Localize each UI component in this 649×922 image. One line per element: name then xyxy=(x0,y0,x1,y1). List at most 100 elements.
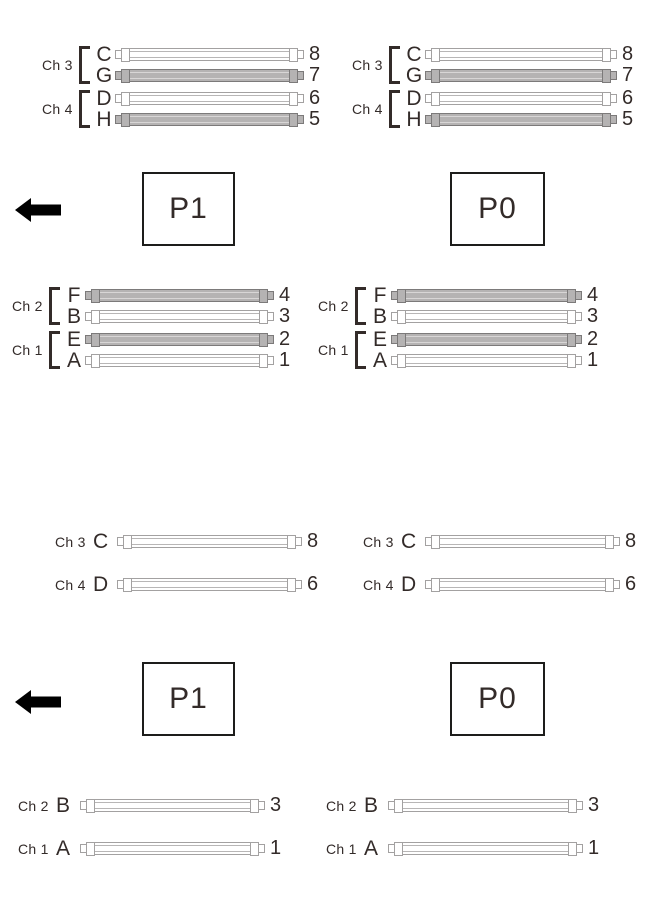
slot-end-cap xyxy=(575,312,582,321)
slot-letter: E xyxy=(372,328,387,351)
slot-row: 3 xyxy=(391,305,605,327)
slot-latch xyxy=(431,112,440,127)
slot-bar xyxy=(93,799,252,812)
slot-latch xyxy=(397,288,406,303)
processor-label: P0 xyxy=(478,192,517,225)
channel-bracket xyxy=(49,331,60,369)
slot-letter: C xyxy=(406,43,422,66)
slot-bar xyxy=(404,354,569,367)
dimm-slot-D-empty xyxy=(425,574,620,595)
slot-bar xyxy=(438,69,604,82)
channel-label: Ch 4 xyxy=(352,101,383,117)
slot-latch xyxy=(121,68,130,83)
slot-bar xyxy=(438,535,607,548)
slot-end-cap xyxy=(295,537,302,546)
slot-end-cap xyxy=(391,335,398,344)
slot-bar xyxy=(401,799,570,812)
slot-letter: A xyxy=(56,837,71,860)
slot-bar xyxy=(128,113,291,126)
slot-bar xyxy=(401,842,570,855)
slot-bar xyxy=(404,289,569,302)
dimm-slot-E-populated xyxy=(85,329,274,350)
channel-label: Ch 2 xyxy=(18,797,49,814)
slot-latch xyxy=(121,47,130,62)
slot-number: 7 xyxy=(622,64,634,86)
channel-label: Ch 3 xyxy=(352,57,383,73)
slot-row: 8 xyxy=(425,43,640,65)
slot-number: 5 xyxy=(309,108,321,130)
slot-row: 8 xyxy=(115,43,327,65)
dimm-slot-D-empty xyxy=(425,88,617,109)
processor-label: P0 xyxy=(478,682,517,715)
slot-letter: F xyxy=(67,284,81,307)
slot-latch xyxy=(91,288,100,303)
slot-latch xyxy=(394,798,403,813)
slot-row: 2 xyxy=(85,328,297,350)
slot-end-cap xyxy=(576,844,583,853)
channel-label: Ch 4 xyxy=(55,576,86,593)
slot-row: 7 xyxy=(425,64,640,86)
slot-number: 2 xyxy=(279,328,291,350)
slot-bar xyxy=(128,92,291,105)
slot-number: 7 xyxy=(309,64,321,86)
slot-latch xyxy=(431,577,440,592)
slot-latch xyxy=(431,91,440,106)
dimm-slot-G-populated xyxy=(115,65,304,86)
slot-number: 8 xyxy=(309,43,321,65)
slot-bar xyxy=(438,92,604,105)
slot-bar xyxy=(438,113,604,126)
slot-number: 6 xyxy=(625,573,637,595)
slot-end-cap xyxy=(391,312,398,321)
dimm-slot-C-empty xyxy=(117,531,302,552)
slot-end-cap xyxy=(297,94,304,103)
processor-label: P1 xyxy=(169,192,208,225)
slot-latch xyxy=(123,577,132,592)
slot-end-cap xyxy=(115,94,122,103)
slot-latch xyxy=(86,841,95,856)
processor-box-p1: P1 xyxy=(142,172,235,246)
slot-end-cap xyxy=(85,312,92,321)
channel-label: Ch 3 xyxy=(42,57,73,73)
slot-latch xyxy=(91,353,100,368)
left-arrow-icon xyxy=(15,689,61,715)
slot-end-cap xyxy=(388,844,395,853)
dimm-slot-F-populated xyxy=(85,285,274,306)
slot-latch xyxy=(91,332,100,347)
slot-bar xyxy=(98,354,261,367)
slot-end-cap xyxy=(613,537,620,546)
slot-end-cap xyxy=(267,356,274,365)
slot-end-cap xyxy=(610,71,617,80)
slot-end-cap xyxy=(391,356,398,365)
slot-end-cap xyxy=(115,50,122,59)
dimm-slot-A-empty xyxy=(85,350,274,371)
slot-end-cap xyxy=(117,580,124,589)
slot-end-cap xyxy=(425,537,432,546)
slot-bar xyxy=(128,69,291,82)
channel-label: Ch 1 xyxy=(318,342,349,358)
slot-row: 4 xyxy=(391,284,605,306)
slot-letter: E xyxy=(66,328,81,351)
slot-number: 3 xyxy=(588,794,600,816)
dimm-slot-A-empty xyxy=(391,350,582,371)
dimm-slot-B-empty xyxy=(80,795,265,816)
dimm-slot-C-empty xyxy=(115,44,304,65)
slot-end-cap xyxy=(575,356,582,365)
channel-label: Ch 2 xyxy=(318,298,349,314)
slot-latch xyxy=(121,112,130,127)
channel-bracket xyxy=(355,287,366,325)
channel-bracket xyxy=(79,90,90,128)
slot-latch xyxy=(91,309,100,324)
